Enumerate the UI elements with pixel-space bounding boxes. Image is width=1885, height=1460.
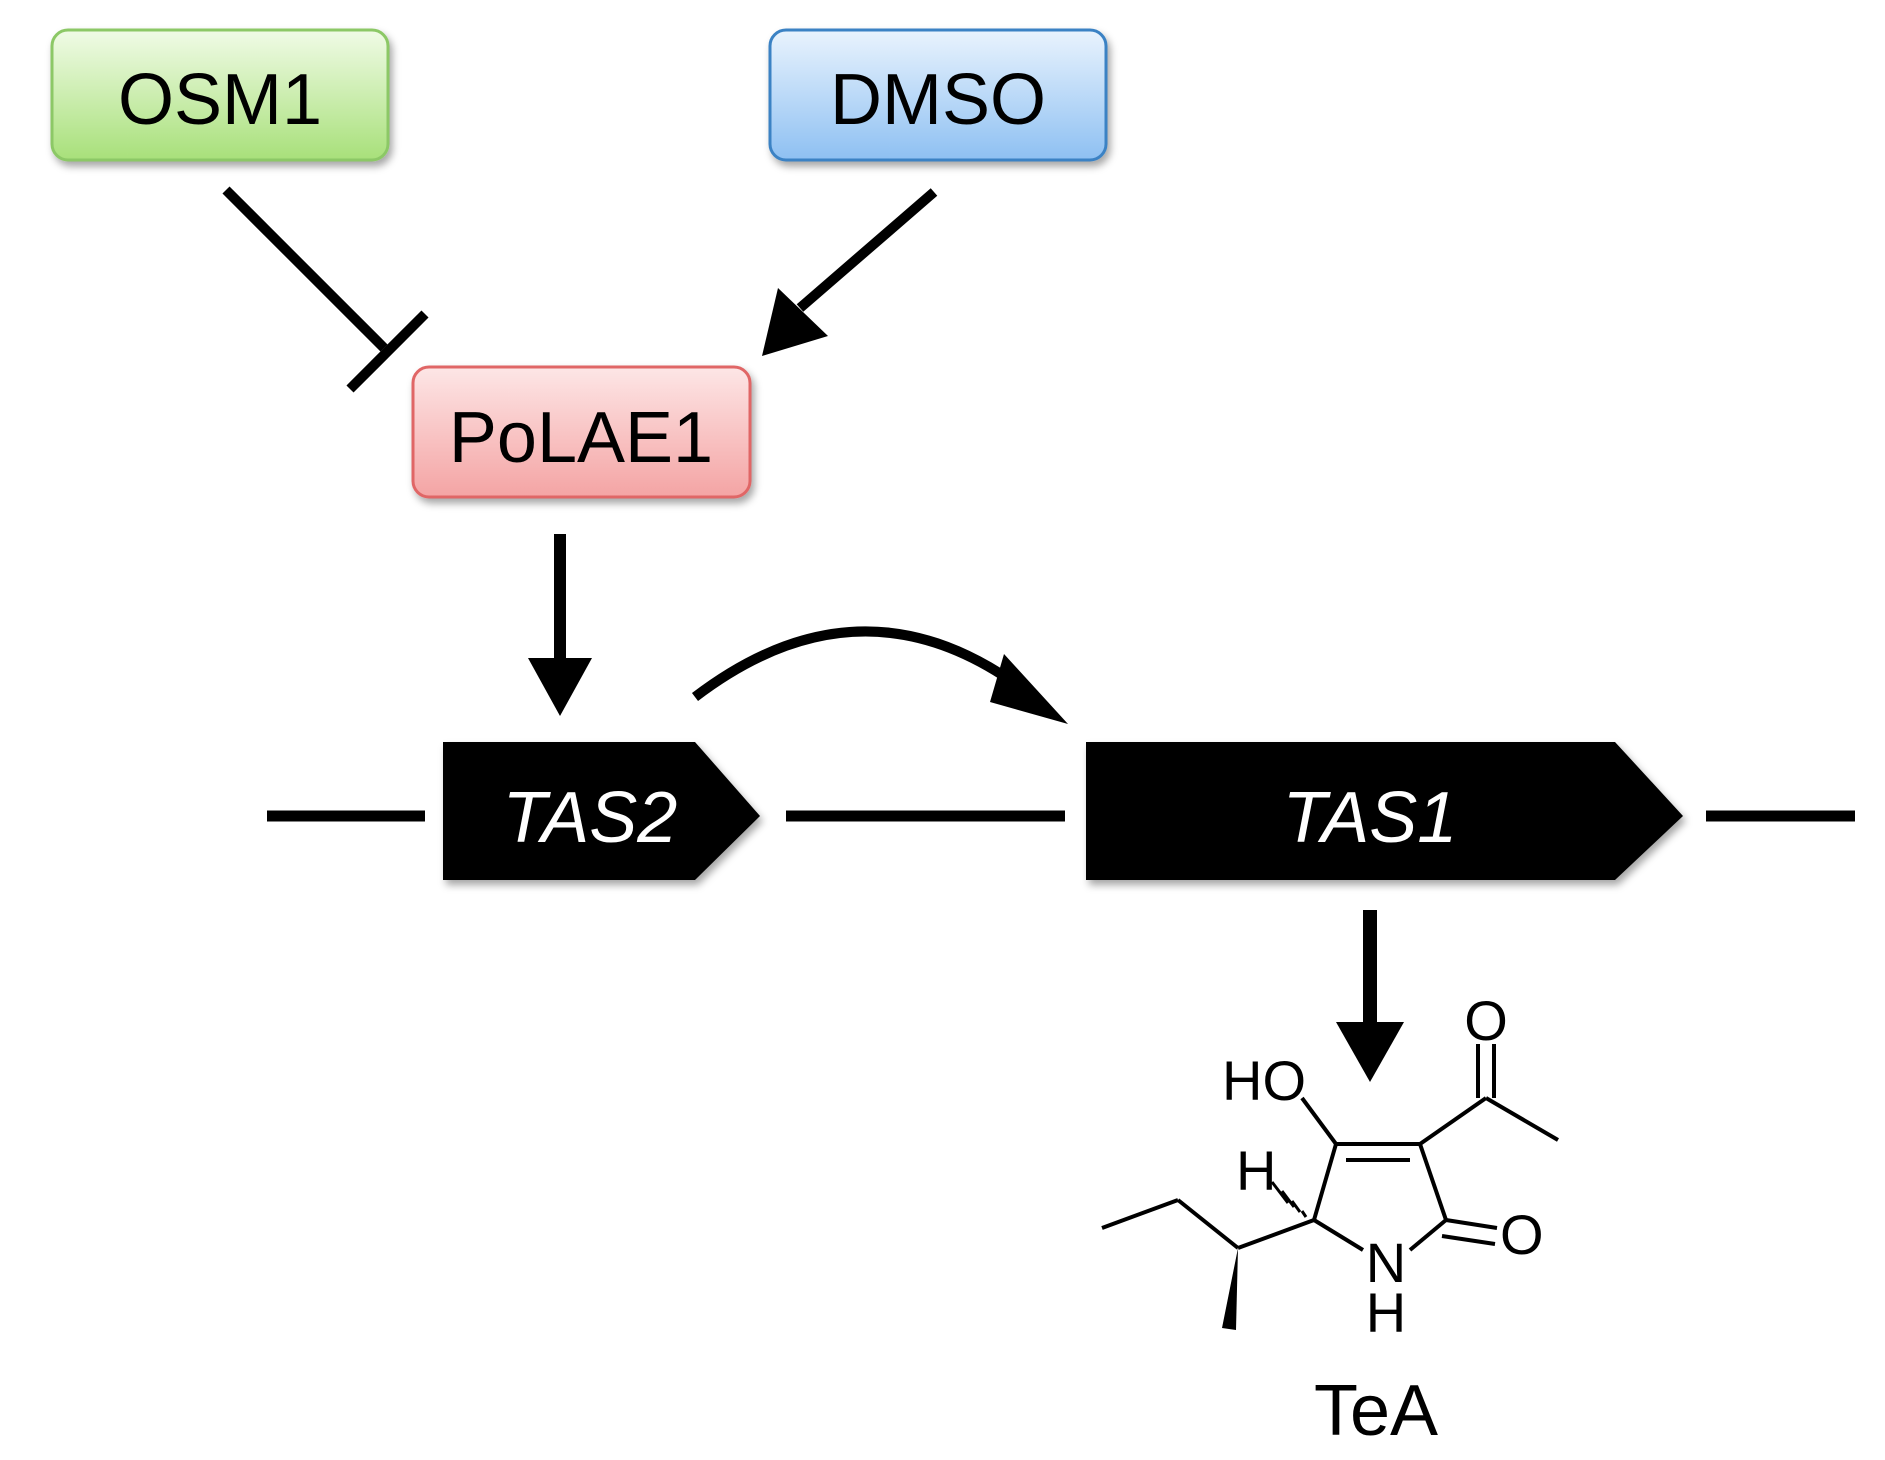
bond: [1441, 1234, 1496, 1246]
atom-h-stereo: H: [1236, 1139, 1276, 1202]
osm1-node: OSM1: [50, 28, 390, 162]
atom-n: N: [1366, 1231, 1406, 1294]
dmso-activation-edge: [762, 188, 938, 356]
bond: [1176, 1198, 1240, 1250]
hashed-bond: [1270, 1181, 1308, 1218]
bond: [1418, 1096, 1488, 1146]
gene-arrow-shape: [443, 742, 760, 880]
bond: [1101, 1198, 1179, 1230]
arrowhead: [762, 288, 828, 356]
dmso-label: DMSO: [830, 60, 1046, 140]
wedge-bond: [1222, 1248, 1238, 1330]
osm1-label: OSM1: [118, 60, 322, 140]
polae1-label: PoLAE1: [449, 398, 713, 478]
tas2-to-tas1-edge: [691, 626, 1068, 724]
dmso-box: [768, 28, 1108, 162]
arrowhead: [1336, 1022, 1404, 1082]
tea-structure: [1101, 1044, 1560, 1252]
polae1-node: PoLAE1: [411, 365, 752, 499]
atom-o-acetyl: O: [1464, 989, 1508, 1052]
gene-tas2: TAS2: [443, 742, 760, 880]
tas1-to-tea-edge: [1336, 910, 1404, 1082]
atom-h-n: H: [1366, 1281, 1406, 1344]
inhibition-bar: [346, 310, 429, 393]
product-label-tea: TeA: [1314, 1371, 1438, 1451]
bond: [1300, 1096, 1338, 1146]
bond: [1237, 1218, 1315, 1250]
curved-activation-line: [691, 626, 1013, 701]
bond: [1484, 1096, 1560, 1142]
osm1-box: [50, 28, 390, 162]
bond: [1312, 1218, 1365, 1252]
dmso-node: DMSO: [768, 28, 1108, 162]
arrowhead: [528, 658, 592, 716]
polae1-to-tas2-edge: [528, 534, 592, 716]
gene-tas1: TAS1: [1086, 742, 1683, 880]
bond: [1312, 1143, 1338, 1221]
bond: [1408, 1218, 1448, 1252]
gene-arrow-shape: [1086, 742, 1683, 880]
atom-ho: HO: [1222, 1049, 1306, 1112]
bond: [1445, 1218, 1498, 1230]
arrowhead: [990, 654, 1068, 724]
osm1-inhibition-edge: [222, 186, 429, 393]
inhibition-line: [222, 186, 388, 352]
polae1-box: [411, 365, 752, 499]
stereo-bonds: [1222, 1181, 1308, 1330]
gene-tas1-label: TAS1: [1283, 778, 1458, 858]
genomic-locus: TAS2 TAS1: [267, 742, 1855, 880]
gene-tas2-label: TAS2: [503, 778, 678, 858]
activation-line: [796, 188, 938, 312]
atom-o-lactam: O: [1500, 1203, 1544, 1266]
bond: [1418, 1143, 1448, 1221]
